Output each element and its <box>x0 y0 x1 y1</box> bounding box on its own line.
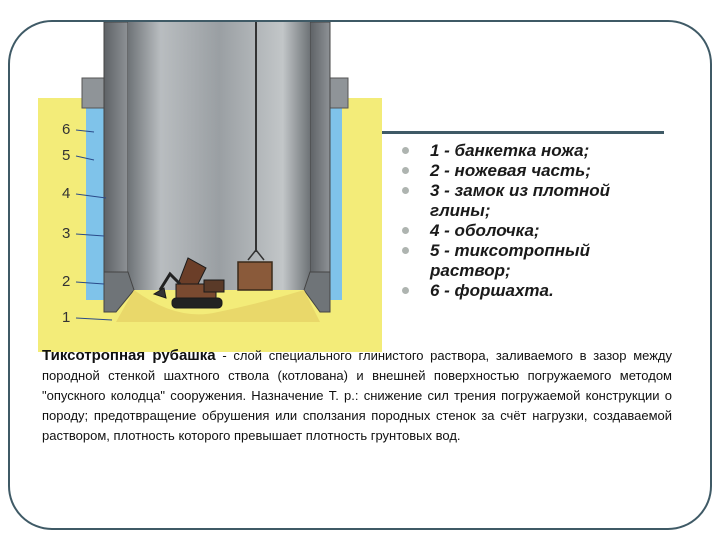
legend-divider <box>382 131 664 134</box>
callout-label-2: 2 <box>62 273 70 290</box>
callout-label-5: 5 <box>62 147 70 164</box>
legend-item: 6 - форшахта. <box>398 281 668 301</box>
legend-item: 4 - оболочка; <box>398 221 668 241</box>
slurry-layer-right <box>330 86 342 300</box>
excavation-soil <box>116 290 320 322</box>
legend-item-text: 3 - замок из плотной глины; <box>430 181 611 220</box>
bullet-icon <box>402 167 409 174</box>
bullet-icon <box>402 147 409 154</box>
callout-label-3: 3 <box>62 225 70 242</box>
hanging-bucket <box>237 261 273 291</box>
callout-lines <box>75 129 113 321</box>
legend-item: 5 - тиксотропный раствор; <box>398 241 668 281</box>
shaft-interior <box>128 22 310 290</box>
callout-label-4: 4 <box>62 185 70 202</box>
cutting-edge-right <box>303 271 331 313</box>
excavator <box>152 257 225 309</box>
description-term: Тиксотропная рубашка <box>42 347 216 364</box>
legend-item-text: 2 - ножевая часть; <box>430 161 591 180</box>
legend-item: 1 - банкетка ножа; <box>398 141 668 161</box>
bullet-icon <box>402 247 409 254</box>
callout-label-6: 6 <box>62 121 70 138</box>
cutting-edge-left <box>103 271 135 313</box>
legend-item-text: 5 - тиксотропный раствор; <box>430 241 590 280</box>
legend-item: 2 - ножевая часть; <box>398 161 668 181</box>
callout-label-1: 1 <box>62 309 70 326</box>
legend-item-text: 6 - форшахта. <box>430 281 554 300</box>
bullet-icon <box>402 227 409 234</box>
legend-item-text: 1 - банкетка ножа; <box>430 141 590 160</box>
caisson-illustration: 6 5 4 3 2 1 <box>38 22 382 352</box>
shaft-wall-left <box>103 22 129 291</box>
bucket-hanger <box>247 248 265 261</box>
description-paragraph: Тиксотропная рубашка - слой специального… <box>42 346 672 446</box>
shaft-wall-right <box>309 22 331 291</box>
bullet-icon <box>402 187 409 194</box>
bullet-icon <box>402 287 409 294</box>
slurry-layer-left <box>86 86 106 300</box>
legend-item-text: 4 - оболочка; <box>430 221 540 240</box>
slide-frame <box>8 20 712 530</box>
legend-list: 1 - банкетка ножа; 2 - ножевая часть; 3 … <box>398 141 668 301</box>
legend-item: 3 - замок из плотной глины; <box>398 181 668 221</box>
description-body: - слой специального глинистого раствора,… <box>42 348 672 443</box>
